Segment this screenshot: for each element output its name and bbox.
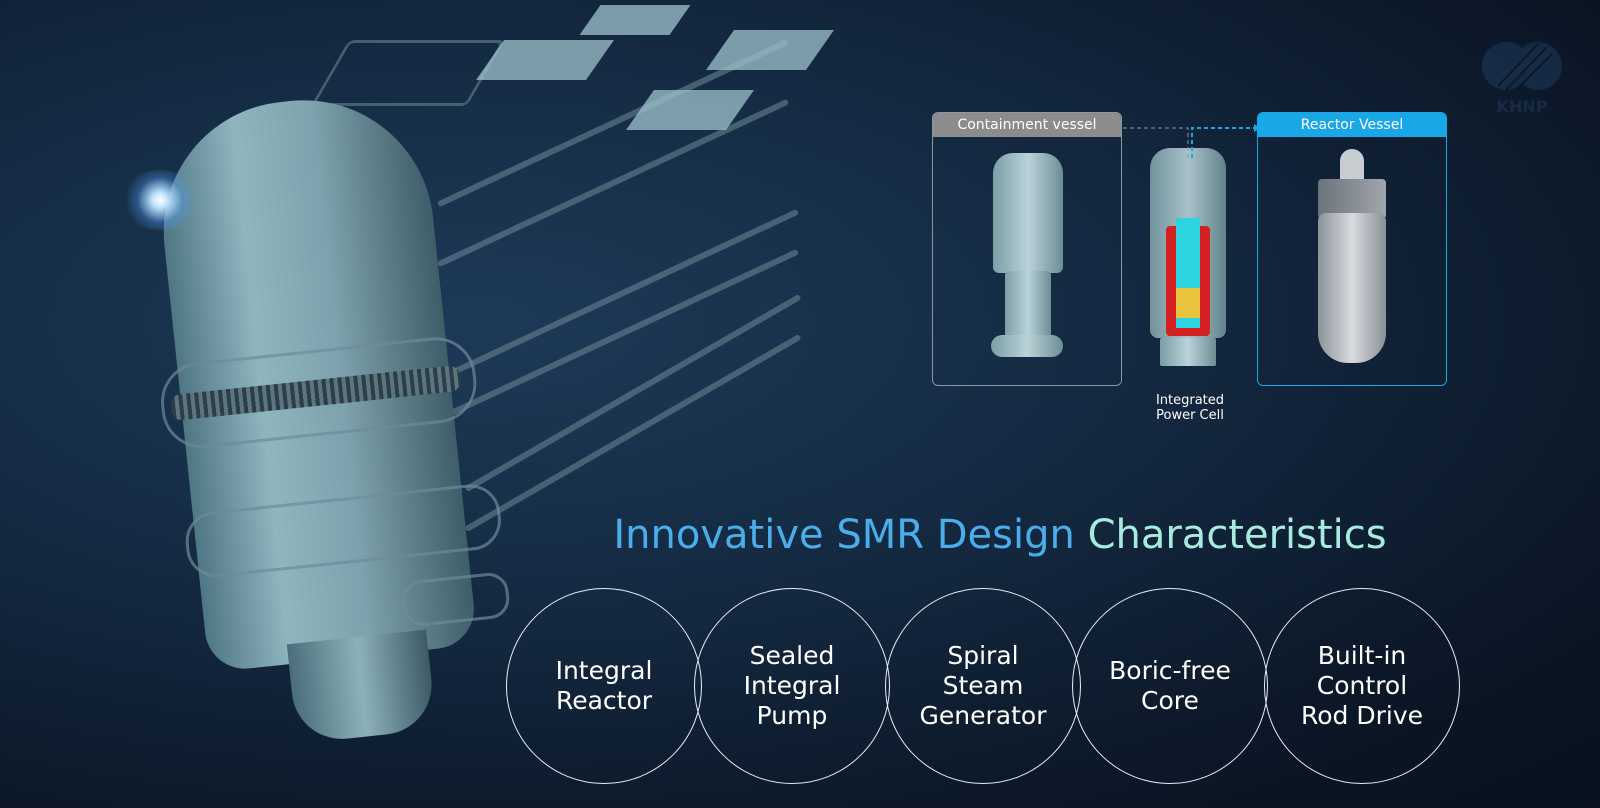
feature-line: Core [1141, 686, 1199, 715]
reactor-vessel-label: Reactor Vessel [1258, 113, 1446, 137]
light-flare [120, 170, 200, 230]
containment-vessel-label: Containment vessel [933, 113, 1121, 137]
ipc-label-line1: Integrated [1155, 393, 1225, 408]
section-heading: Innovative SMR Design Characteristics [0, 512, 1600, 558]
connector-arrows [1122, 124, 1260, 158]
feature-line: Integral [743, 671, 841, 700]
reactor-vessel-illustration [150, 84, 514, 744]
feature-line: Control [1316, 671, 1408, 700]
feature-line: Built-in [1317, 641, 1407, 670]
integrated-power-cell-label: Integrated Power Cell [1140, 393, 1240, 423]
heading-part1: Innovative SMR Design [613, 512, 1075, 558]
feature-line: Rod Drive [1300, 701, 1423, 730]
feature-line: Sealed [749, 641, 835, 670]
integrated-power-cell-illustration [1150, 148, 1226, 368]
reactor-vessel-panel: Reactor Vessel [1257, 112, 1447, 386]
heading-part2: Characteristics [1087, 512, 1387, 558]
containment-vessel-panel: Containment vessel [932, 112, 1122, 386]
feature-line: Integral [555, 656, 653, 685]
feature-line: Reactor [555, 686, 653, 715]
feature-line: Pump [756, 701, 828, 730]
feature-line: Spiral [947, 641, 1019, 670]
svg-text:KHNP: KHNP [1497, 97, 1548, 116]
ipc-label-line2: Power Cell [1156, 408, 1224, 423]
khnp-logo: KHNP [1482, 42, 1562, 116]
feature-line: Steam [942, 671, 1024, 700]
feature-line: Generator [919, 701, 1047, 730]
feature-line: Boric-free [1109, 656, 1231, 685]
